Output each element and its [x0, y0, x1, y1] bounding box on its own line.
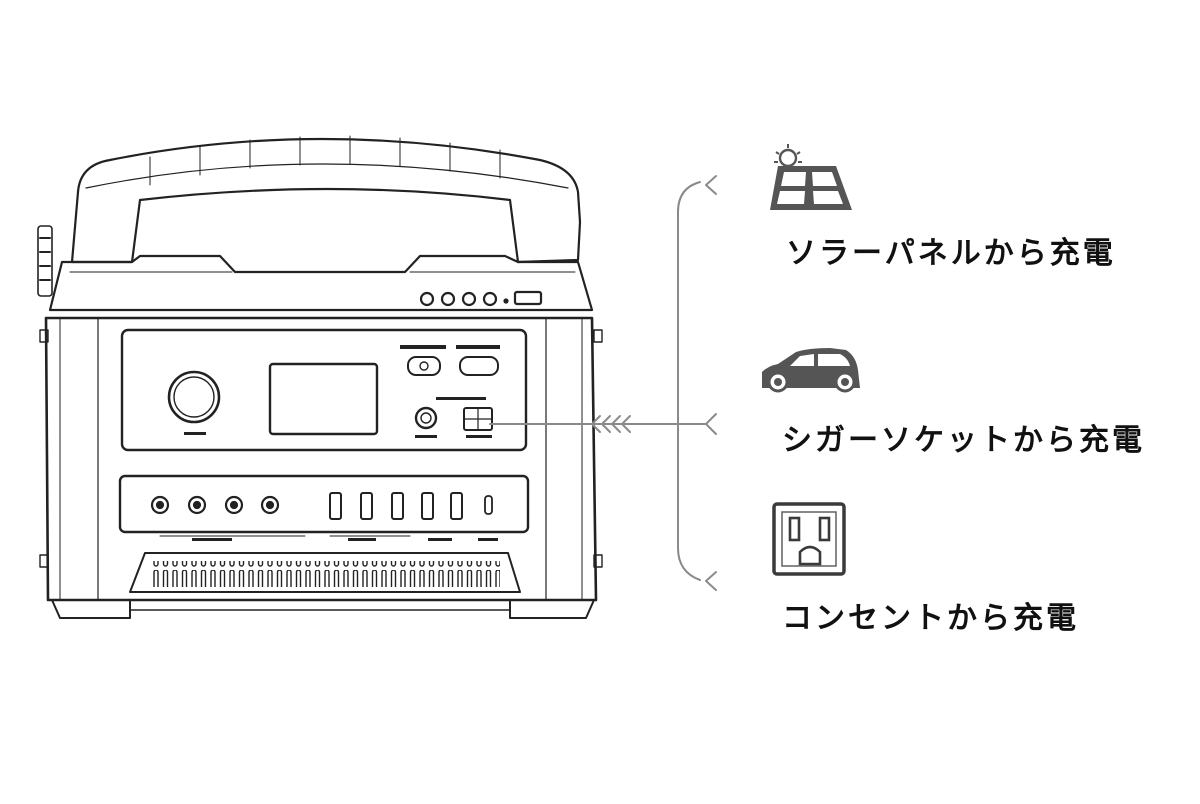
source-bracket [677, 181, 701, 581]
main-body [39, 316, 603, 619]
solar-panel-icon [770, 144, 852, 210]
bracket-tip-top [705, 175, 717, 195]
ac-outlet-icon [772, 502, 846, 576]
output-panel [118, 474, 530, 541]
bracket-tip-middle [705, 413, 717, 435]
control-panel [120, 328, 528, 452]
vent-grille [129, 552, 521, 593]
arrow-chevron-icon [611, 415, 621, 433]
top-housing [37, 225, 594, 312]
car-socket-charge-label: シガーソケットから充電 [782, 423, 1145, 458]
arrow-chevron-icon [621, 415, 631, 433]
carry-handle [70, 135, 582, 264]
power-station-device [37, 135, 603, 619]
arrow-chevron-icon [591, 415, 601, 433]
outlet-charge-label: コンセントから充電 [782, 601, 1079, 636]
connector-lines [489, 175, 717, 591]
car-icon [762, 348, 860, 393]
solar-charge-label: ソラーパネルから充電 [786, 236, 1116, 271]
arrow-chevron-icon [601, 415, 611, 433]
bracket-tip-bottom [705, 571, 717, 591]
